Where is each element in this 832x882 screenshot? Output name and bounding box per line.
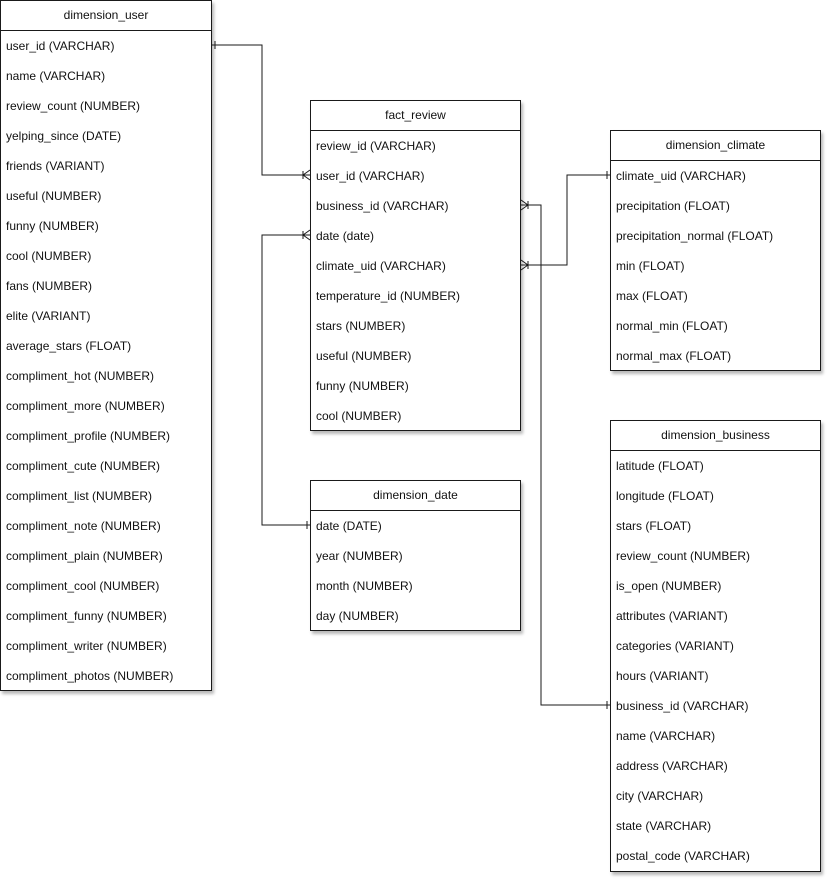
field-business-id[interactable]: business_id (VARCHAR) xyxy=(616,699,749,713)
field-precipitation[interactable]: precipitation (FLOAT) xyxy=(616,199,730,213)
entity-title: dimension_business xyxy=(611,421,820,451)
field-average-stars[interactable]: average_stars (FLOAT) xyxy=(6,339,132,353)
field-compliment-plain[interactable]: compliment_plain (NUMBER) xyxy=(6,549,163,563)
field-compliment-profile[interactable]: compliment_profile (NUMBER) xyxy=(6,429,171,443)
field-min[interactable]: min (FLOAT) xyxy=(616,259,685,273)
field-compliment-writer[interactable]: compliment_writer (NUMBER) xyxy=(6,639,167,653)
entity-dimension-date[interactable]: dimension_date date (DATE) year (NUMBER)… xyxy=(310,480,521,631)
field-cool[interactable]: cool (NUMBER) xyxy=(6,249,92,263)
field-review-count[interactable]: review_count (NUMBER) xyxy=(616,549,751,563)
field-compliment-list[interactable]: compliment_list (NUMBER) xyxy=(6,489,153,503)
field-city[interactable]: city (VARCHAR) xyxy=(616,789,704,803)
entity-title: dimension_user xyxy=(1,1,211,31)
entity-title: dimension_climate xyxy=(611,131,820,161)
field-is-open[interactable]: is_open (NUMBER) xyxy=(616,579,722,593)
field-postal-code[interactable]: postal_code (VARCHAR) xyxy=(616,849,750,863)
field-user-id[interactable]: user_id (VARCHAR) xyxy=(6,39,115,53)
field-name[interactable]: name (VARCHAR) xyxy=(616,729,716,743)
relationship-date-to-fact-review[interactable] xyxy=(261,229,311,529)
field-fans[interactable]: fans (NUMBER) xyxy=(6,279,93,293)
field-compliment-cute[interactable]: compliment_cute (NUMBER) xyxy=(6,459,161,473)
field-address[interactable]: address (VARCHAR) xyxy=(616,759,728,773)
field-compliment-hot[interactable]: compliment_hot (NUMBER) xyxy=(6,369,155,383)
relationship-user-to-fact-review[interactable] xyxy=(212,41,311,181)
field-name[interactable]: name (VARCHAR) xyxy=(6,69,106,83)
field-useful[interactable]: useful (NUMBER) xyxy=(316,349,412,363)
entity-fact-review[interactable]: fact_review review_id (VARCHAR) user_id … xyxy=(310,100,521,431)
field-normal-max[interactable]: normal_max (FLOAT) xyxy=(616,349,732,363)
field-funny[interactable]: funny (NUMBER) xyxy=(6,219,99,233)
field-friends[interactable]: friends (VARIANT) xyxy=(6,159,105,173)
field-year[interactable]: year (NUMBER) xyxy=(316,549,403,563)
relationship-business-to-fact-review[interactable] xyxy=(520,199,610,709)
field-review-count[interactable]: review_count (NUMBER) xyxy=(6,99,141,113)
field-day[interactable]: day (NUMBER) xyxy=(316,609,399,623)
field-month[interactable]: month (NUMBER) xyxy=(316,579,413,593)
field-stars[interactable]: stars (FLOAT) xyxy=(616,519,692,533)
field-temperature-id[interactable]: temperature_id (NUMBER) xyxy=(316,289,461,303)
entity-dimension-business[interactable]: dimension_business latitude (FLOAT) long… xyxy=(610,420,821,872)
field-elite[interactable]: elite (VARIANT) xyxy=(6,309,91,323)
field-state[interactable]: state (VARCHAR) xyxy=(616,819,712,833)
field-compliment-photos[interactable]: compliment_photos (NUMBER) xyxy=(6,669,174,683)
field-useful[interactable]: useful (NUMBER) xyxy=(6,189,102,203)
field-business-id[interactable]: business_id (VARCHAR) xyxy=(316,199,449,213)
field-yelping-since[interactable]: yelping_since (DATE) xyxy=(6,129,122,143)
field-attributes[interactable]: attributes (VARIANT) xyxy=(616,609,728,623)
field-compliment-note[interactable]: compliment_note (NUMBER) xyxy=(6,519,161,533)
field-normal-min[interactable]: normal_min (FLOAT) xyxy=(616,319,728,333)
field-hours[interactable]: hours (VARIANT) xyxy=(616,669,709,683)
field-climate-uid[interactable]: climate_uid (VARCHAR) xyxy=(316,259,446,273)
entity-title: dimension_date xyxy=(311,481,520,511)
field-max[interactable]: max (FLOAT) xyxy=(616,289,688,303)
field-compliment-funny[interactable]: compliment_funny (NUMBER) xyxy=(6,609,167,623)
field-funny[interactable]: funny (NUMBER) xyxy=(316,379,409,393)
entity-dimension-user[interactable]: dimension_user user_id (VARCHAR) name (V… xyxy=(0,0,212,691)
entity-title: fact_review xyxy=(311,101,520,131)
field-longitude[interactable]: longitude (FLOAT) xyxy=(616,489,714,503)
field-latitude[interactable]: latitude (FLOAT) xyxy=(616,459,704,473)
relationship-climate-to-fact-review[interactable] xyxy=(520,171,610,271)
field-date[interactable]: date (date) xyxy=(316,229,375,243)
field-review-id[interactable]: review_id (VARCHAR) xyxy=(316,139,436,153)
field-cool[interactable]: cool (NUMBER) xyxy=(316,409,402,423)
field-compliment-more[interactable]: compliment_more (NUMBER) xyxy=(6,399,165,413)
field-climate-uid[interactable]: climate_uid (VARCHAR) xyxy=(616,169,746,183)
field-precipitation-normal[interactable]: precipitation_normal (FLOAT) xyxy=(616,229,774,243)
field-compliment-cool[interactable]: compliment_cool (NUMBER) xyxy=(6,579,160,593)
entity-dimension-climate[interactable]: dimension_climate climate_uid (VARCHAR) … xyxy=(610,130,821,371)
field-stars[interactable]: stars (NUMBER) xyxy=(316,319,406,333)
field-date[interactable]: date (DATE) xyxy=(316,519,382,533)
field-user-id[interactable]: user_id (VARCHAR) xyxy=(316,169,425,183)
field-categories[interactable]: categories (VARIANT) xyxy=(616,639,734,653)
